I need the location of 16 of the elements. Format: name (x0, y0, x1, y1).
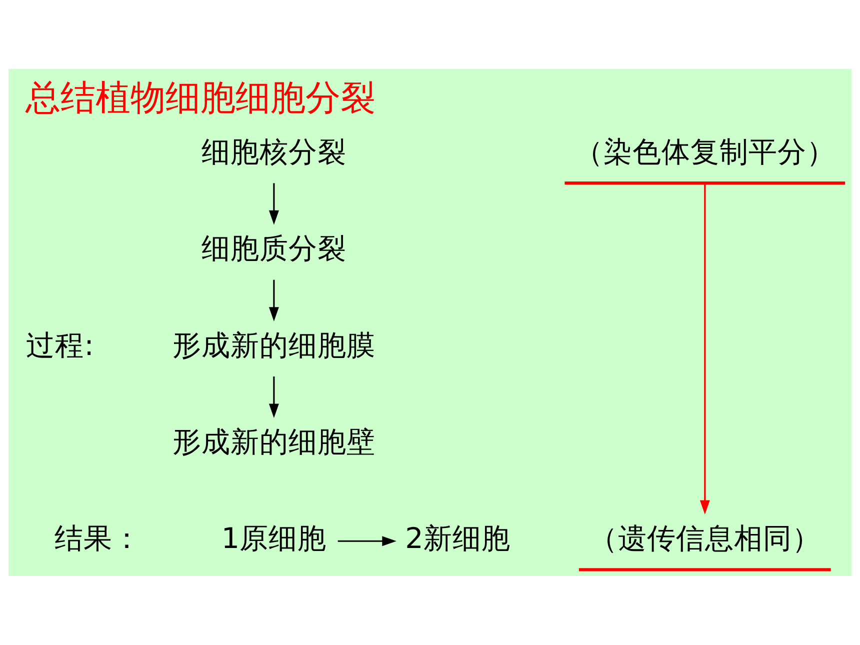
node-text: 1原细胞 (221, 522, 327, 556)
arrow (268, 280, 279, 322)
arrow (338, 536, 396, 546)
label: 结果： (54, 522, 142, 556)
node-text: （遗传信息相同） (588, 522, 821, 556)
node-text: 细胞核分裂 (201, 136, 346, 169)
diagram-title: 总结植物细胞细胞分裂 (25, 78, 376, 119)
node-text: （染色体复制平分） (574, 136, 836, 169)
arrow (700, 183, 710, 515)
node-text: 2新细胞 (405, 522, 510, 556)
node-text: 形成新的细胞膜 (172, 328, 376, 362)
node-text: 形成新的细胞壁 (172, 425, 376, 458)
arrow (268, 376, 279, 418)
node-text: 细胞质分裂 (201, 232, 346, 266)
arrow (268, 183, 279, 225)
label: 过程: (26, 328, 94, 362)
